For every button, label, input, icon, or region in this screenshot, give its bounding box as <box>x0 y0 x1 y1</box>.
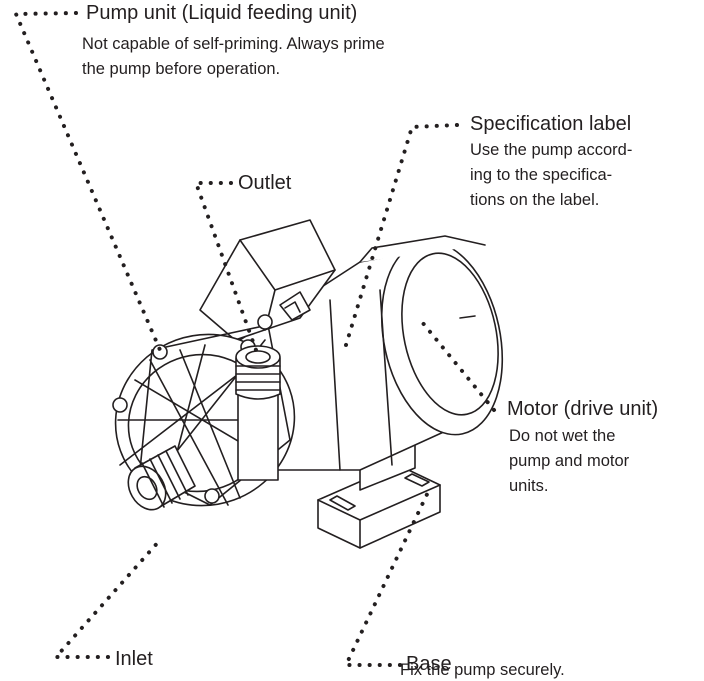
base-title: Base <box>406 653 452 675</box>
leader-outlet <box>193 181 258 352</box>
leader-motor <box>420 320 496 412</box>
specification-label-title: Specification label <box>470 113 632 135</box>
leader-lines <box>12 11 496 667</box>
leader-pump-unit <box>12 11 162 352</box>
outlet-title: Outlet <box>238 172 292 194</box>
motor-line-2: pump and motor <box>509 452 630 470</box>
inlet-title: Inlet <box>115 648 153 670</box>
motor-line-3: units. <box>509 477 549 495</box>
inlet-nozzle <box>127 445 196 511</box>
pump-unit-description: Not capable of self-priming. Always prim… <box>82 32 385 82</box>
specification-label-description: Use the pump accord- ing to the specific… <box>470 138 632 213</box>
specification-line-1: Use the pump accord- <box>470 141 633 159</box>
base-description: Fix the pump securely. <box>400 656 565 681</box>
specification-line-2: ing to the specifica- <box>470 166 613 184</box>
base-line-1: Fix the pump securely. <box>400 661 565 679</box>
outlet-pipe <box>235 345 281 481</box>
leader-inlet <box>51 538 162 659</box>
specification-line-3: tions on the label. <box>470 191 600 209</box>
motor-description: Do not wet the pump and motor units. <box>509 424 629 499</box>
pump-unit-title: Pump unit (Liquid feeding unit) <box>86 2 358 24</box>
pump-unit-line-2: the pump before operation. <box>82 60 281 78</box>
pump-unit-line-1: Not capable of self-priming. Always prim… <box>82 35 385 53</box>
motor-line-1: Do not wet the <box>509 427 616 445</box>
terminal-cover <box>199 219 336 341</box>
motor-title: Motor (drive unit) <box>507 398 659 420</box>
